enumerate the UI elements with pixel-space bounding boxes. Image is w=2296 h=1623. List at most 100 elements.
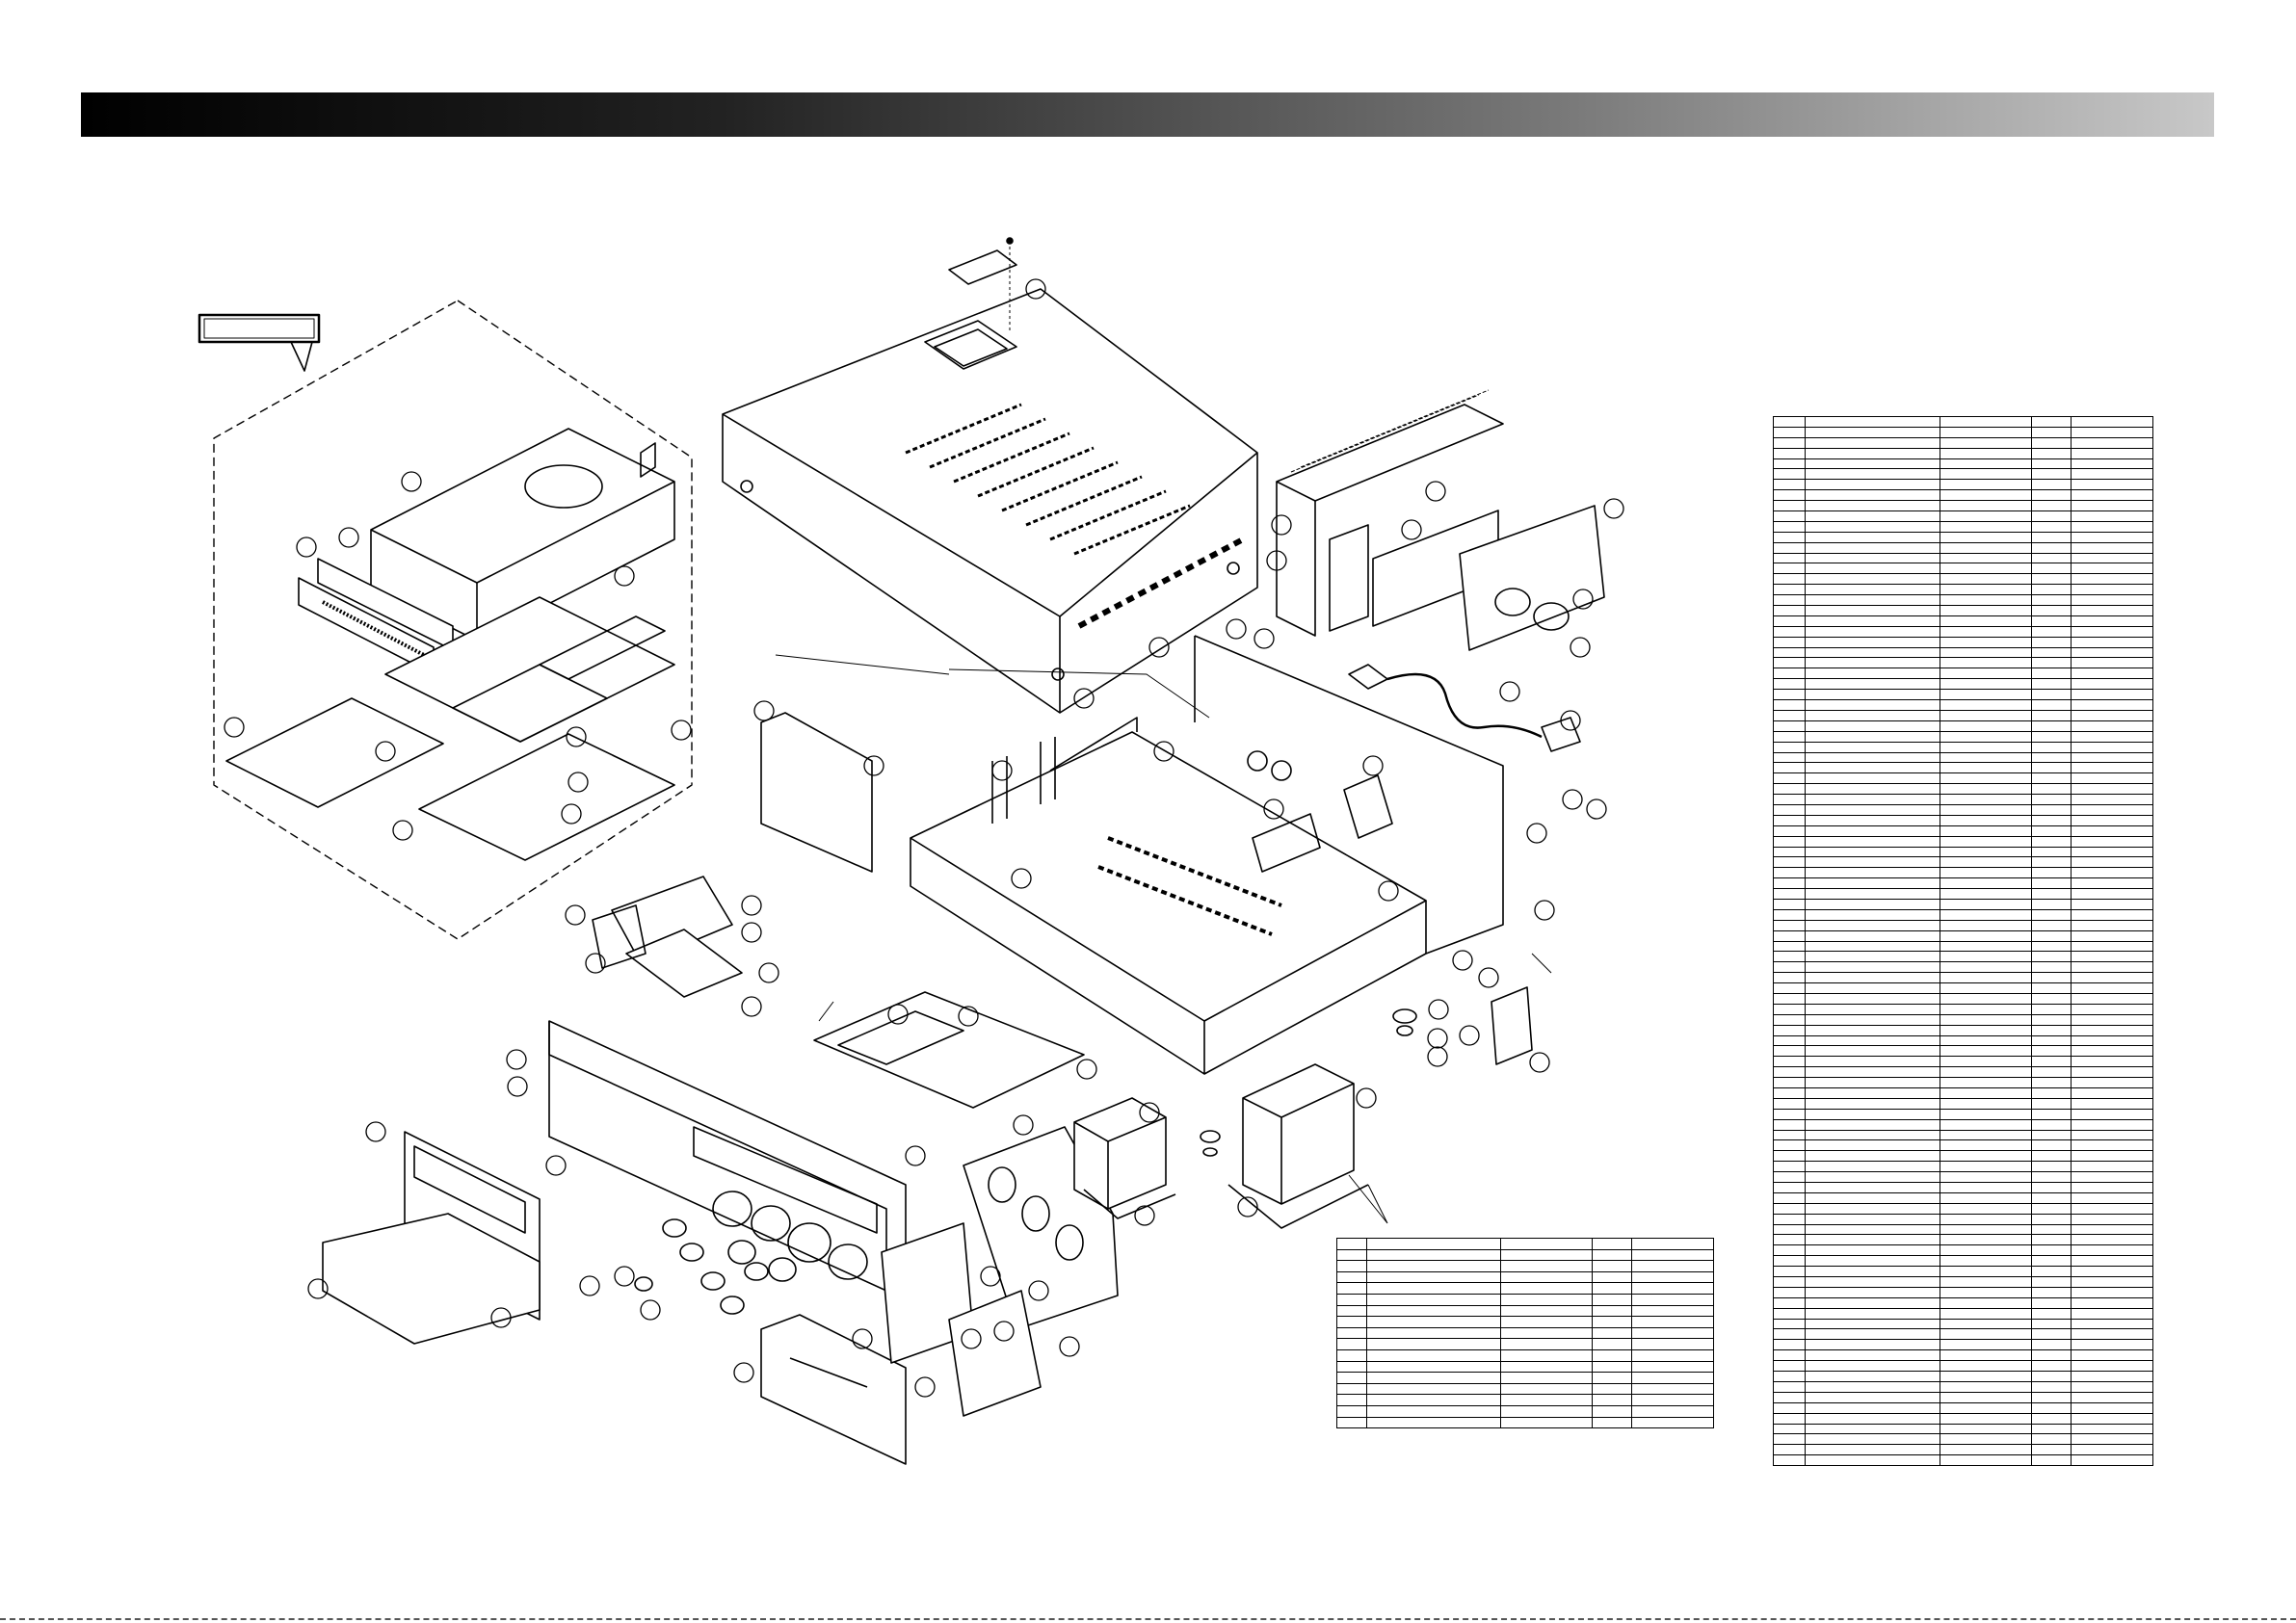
parts-row [1773, 992, 2154, 1005]
parts-cell [1773, 1202, 1806, 1215]
parts-cell [1939, 919, 2032, 931]
parts-cell [1939, 510, 2032, 522]
parts-cell [1804, 992, 1940, 1005]
parts-cell [1773, 825, 1806, 837]
parts-cell [1773, 1433, 1806, 1446]
parts-cell [1939, 1286, 2032, 1298]
parts-cell [1939, 1234, 2032, 1246]
parts-cell [1773, 1391, 1806, 1403]
parts-cell [1939, 992, 2032, 1005]
parts-row [1773, 1171, 2154, 1184]
parts-cell [1773, 877, 1806, 890]
parts-row [1773, 1401, 2154, 1414]
parts-cell [2030, 762, 2072, 774]
parts-row [1773, 751, 2154, 764]
parts-cell [2070, 751, 2154, 764]
parts-cell [2070, 416, 2154, 428]
parts-cell [2070, 1077, 2154, 1088]
parts-cell [1336, 1248, 1367, 1262]
parts-cell [1939, 982, 2032, 994]
parts-row [1336, 1382, 1715, 1396]
parts-cell [1804, 1034, 1940, 1047]
disc-drive-unit [225, 428, 675, 861]
parts-row [1773, 835, 2154, 848]
parts-cell [1939, 741, 2032, 753]
parts-cell [2030, 1318, 2072, 1330]
parts-cell [1773, 1307, 1806, 1320]
parts-cell [2030, 458, 2072, 470]
parts-cell [2070, 500, 2154, 512]
parts-cell [2070, 982, 2154, 994]
parts-cell [1773, 500, 1806, 512]
parts-cell [1939, 1412, 2032, 1425]
parts-cell [2070, 1266, 2154, 1278]
parts-cell [2070, 898, 2154, 910]
parts-cell [2030, 1045, 2072, 1058]
parts-cell [1804, 1454, 1940, 1467]
parts-cell [1773, 584, 1806, 596]
parts-cell [2030, 668, 2072, 680]
parts-cell [1939, 1139, 2032, 1152]
header-bar [81, 92, 2214, 137]
parts-cell [1804, 888, 1940, 900]
parts-cell [2070, 794, 2154, 805]
parts-row [1773, 668, 2154, 680]
parts-cell [1939, 689, 2032, 701]
parts-cell [1592, 1382, 1632, 1396]
parts-row [1773, 1077, 2154, 1088]
parts-cell [2070, 531, 2154, 543]
parts-cell [2030, 751, 2072, 764]
parts-cell [2030, 426, 2072, 438]
parts-cell [1773, 908, 1806, 921]
parts-cell [1592, 1348, 1632, 1362]
parts-cell [1939, 1339, 2032, 1351]
parts-cell [2030, 1349, 2072, 1362]
parts-cell [1804, 594, 1940, 607]
parts-row [1773, 541, 2154, 554]
parts-cell [2030, 856, 2072, 869]
parts-row [1773, 825, 2154, 837]
parts-row [1773, 1423, 2154, 1435]
parts-cell [1630, 1326, 1715, 1340]
parts-cell [1365, 1404, 1502, 1418]
parts-cell [1939, 678, 2032, 691]
parts-cell [2030, 646, 2072, 659]
parts-cell [2070, 510, 2154, 522]
parts-cell [1773, 940, 1806, 953]
parts-cell [1773, 1066, 1806, 1079]
parts-cell [2070, 1097, 2154, 1110]
parts-cell [1773, 520, 1806, 533]
parts-cell [1804, 751, 1940, 764]
parts-cell [1773, 1371, 1806, 1382]
parts-row [1773, 689, 2154, 701]
parts-cell [1500, 1326, 1594, 1340]
parts-cell [2030, 1234, 2072, 1246]
parts-cell [2030, 489, 2072, 502]
parts-cell [1939, 479, 2032, 491]
parts-cell [2070, 835, 2154, 848]
parts-cell [1939, 668, 2032, 680]
parts-cell [1804, 783, 1940, 796]
parts-cell [1773, 1213, 1806, 1225]
parts-cell [1630, 1338, 1715, 1350]
parts-cell [1939, 951, 2032, 963]
top-cover [722, 288, 1258, 714]
parts-cell [1630, 1360, 1715, 1374]
parts-cell [1773, 1454, 1806, 1467]
parts-cell [2070, 877, 2154, 890]
parts-cell [1773, 783, 1806, 796]
parts-cell [2070, 699, 2154, 711]
parts-cell [1804, 1276, 1940, 1288]
parts-cell [2070, 436, 2154, 449]
parts-cell [1336, 1282, 1367, 1295]
parts-cell [1500, 1348, 1594, 1362]
parts-cell [2070, 1296, 2154, 1309]
parts-cell [1939, 1087, 2032, 1099]
parts-cell [1939, 720, 2032, 732]
parts-row [1773, 961, 2154, 974]
parts-cell [1804, 500, 1940, 512]
parts-cell [1804, 1339, 1940, 1351]
parts-cell [1939, 1423, 2032, 1435]
parts-cell [2030, 709, 2072, 721]
parts-cell [1804, 908, 1940, 921]
